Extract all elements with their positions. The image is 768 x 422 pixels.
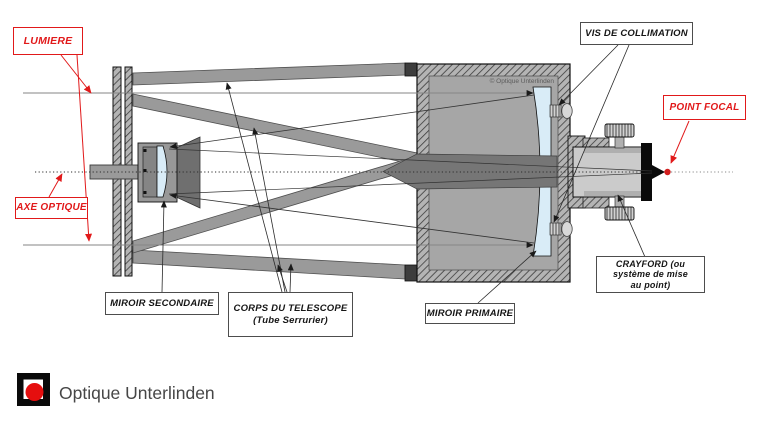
truss-tube-bottom [132, 249, 406, 280]
brand-logo [17, 373, 50, 406]
truss-corner-block-top [404, 62, 418, 77]
label-corps-line1: CORPS DU TELESCOPE [233, 303, 348, 315]
reflected-ray-top [169, 94, 535, 150]
label-corps-du-telescope: CORPS DU TELESCOPE (Tube Serrurier) [228, 292, 353, 337]
leader-lines [160, 44, 646, 304]
label-crayford: CRAYFORD (ou système de mise au point) [596, 256, 705, 293]
label-vis-de-collimation: VIS DE COLLIMATION [580, 22, 693, 45]
focuser-end-plate [641, 143, 652, 201]
label-axe-optique: AXE OPTIQUE [15, 197, 88, 219]
focal-ray-bottom [168, 172, 653, 195]
collimation-screw-bottom [549, 221, 573, 237]
light-cone [382, 153, 558, 190]
focal-ray-top [168, 148, 653, 172]
leader-primary [477, 250, 537, 304]
focuser-assembly [567, 123, 652, 221]
leader-collimation-1 [558, 44, 619, 106]
truss-tubes [132, 62, 418, 280]
label-crayford-line2: système de mise [612, 269, 689, 280]
secondary-mirror-assembly [137, 136, 201, 209]
arrow-point-focal [670, 120, 690, 164]
brand-name: Optique Unterlinden [59, 383, 215, 403]
leader-corps-3 [277, 264, 288, 293]
collimation-screw-top [549, 103, 573, 119]
label-miroir-primaire: MIROIR PRIMAIRE [425, 303, 515, 324]
label-corps-line2: (Tube Serrurier) [253, 314, 328, 326]
copyright-watermark: © Optique Unterlinden [489, 78, 554, 85]
leader-secondary [160, 200, 167, 293]
light-rays [23, 90, 653, 248]
secondary-mirror-glass [156, 145, 168, 198]
label-crayford-line1: CRAYFORD (ou [615, 258, 686, 269]
focuser-knob-stem-top [614, 135, 625, 149]
arrow-axe-optique [48, 173, 63, 198]
leader-crayford [617, 194, 646, 258]
label-point-focal: POINT FOCAL [663, 95, 746, 120]
label-miroir-secondaire: MIROIR SECONDAIRE [105, 292, 219, 315]
leader-corps-1 [225, 82, 283, 293]
leader-corps-4 [287, 263, 294, 293]
logo-red-dot [25, 383, 44, 401]
label-crayford-line3: au point) [630, 279, 671, 290]
focuser-knob-top [604, 123, 635, 138]
focuser-rail-bottom [582, 195, 610, 209]
label-lumiere: LUMIERE [13, 27, 83, 55]
truss-corner-block-bottom [404, 264, 418, 282]
focal-point-dot [664, 168, 671, 176]
focal-arrow [652, 165, 665, 179]
focuser-knob-bottom [604, 206, 635, 221]
focuser-drawtube [572, 146, 644, 198]
reflected-ray-bottom [169, 192, 535, 244]
arrow-lumiere-short [60, 54, 92, 94]
leader-collimation-2 [553, 44, 630, 223]
truss-tube-top [132, 62, 406, 86]
